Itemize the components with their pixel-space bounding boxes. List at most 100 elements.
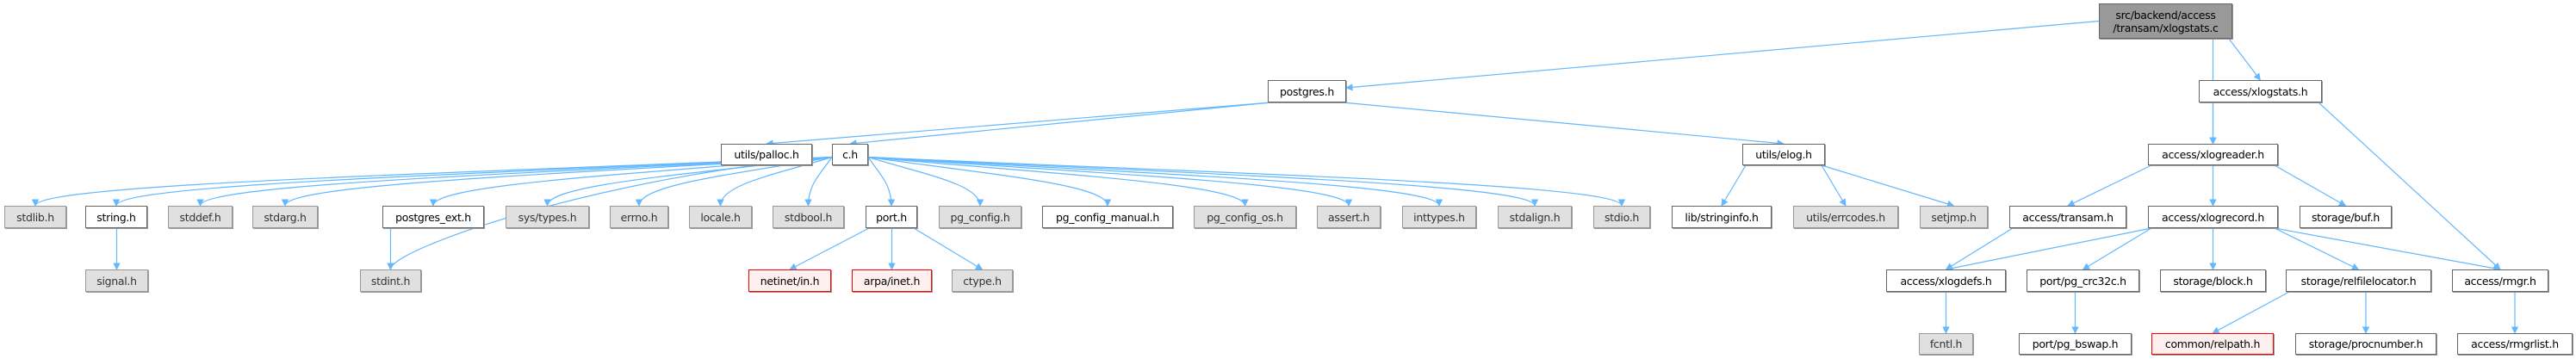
node-label: setjmp.h xyxy=(1931,210,1977,224)
edge-xlogrecord-h-to-xlogdefs-h xyxy=(1945,227,2152,272)
edge-c-h-to-stdarg-h xyxy=(281,156,833,207)
node-label: access/transam.h xyxy=(2022,210,2114,224)
edge-xlogreader-h-to-transam-h xyxy=(2067,164,2152,207)
node-relfilelocator-h[interactable]: storage/relfilelocator.h xyxy=(2286,269,2431,292)
node-label: storage/block.h xyxy=(2173,274,2253,288)
node-label: sys/types.h xyxy=(518,210,577,224)
node-label: stdalign.h xyxy=(1509,210,1561,224)
node-rmgr-h[interactable]: access/rmgr.h xyxy=(2452,269,2548,292)
node-xlogreader-h[interactable]: access/xlogreader.h xyxy=(2148,144,2278,165)
node-label: storage/relfilelocator.h xyxy=(2300,274,2417,288)
node-label: utils/errcodes.h xyxy=(1806,210,1885,224)
edge-postgres-h-to-palloc-h xyxy=(766,102,1272,147)
node-postgres-h[interactable]: postgres.h xyxy=(1268,80,1346,102)
edge-postgres-h-to-elog-h xyxy=(1342,102,1785,147)
node-pg-config-h: pg_config.h xyxy=(939,206,1021,228)
node-procnumber-h[interactable]: storage/procnumber.h xyxy=(2295,333,2436,355)
node-label: pg_config_manual.h xyxy=(1056,210,1159,224)
node-xlogstats-c: src/backend/access /transam/xlogstats.c xyxy=(2099,3,2232,39)
node-label: port.h xyxy=(876,210,907,224)
node-label: port/pg_bswap.h xyxy=(2032,337,2119,350)
node-stdlib-h: stdlib.h xyxy=(4,206,66,228)
node-label: access/rmgrlist.h xyxy=(2471,337,2559,350)
node-xlogdefs-h[interactable]: access/xlogdefs.h xyxy=(1886,269,2006,292)
edge-c-h-to-pg-config-manual-h xyxy=(867,156,1112,207)
node-elog-h[interactable]: utils/elog.h xyxy=(1742,144,1825,165)
node-xlogstats-h[interactable]: access/xlogstats.h xyxy=(2199,80,2322,102)
node-label: port/pg_crc32c.h xyxy=(2039,274,2126,288)
node-label: access/xlogdefs.h xyxy=(1900,274,1992,288)
node-label: pg_config.h xyxy=(950,210,1010,224)
node-crc32c-h[interactable]: port/pg_crc32c.h xyxy=(2027,269,2139,292)
edge-c-h-to-locale-h xyxy=(717,156,833,207)
node-pg-config-manual-h[interactable]: pg_config_manual.h xyxy=(1042,206,1173,228)
node-label: locale.h xyxy=(700,210,741,224)
node-stringinfo-h[interactable]: lib/stringinfo.h xyxy=(1672,206,1772,228)
edge-elog-h-to-errcodes-h xyxy=(1821,164,1847,207)
node-label: string.h xyxy=(96,210,136,224)
node-label: access/xlogrecord.h xyxy=(2162,210,2264,224)
node-arpa-h: arpa/inet.h xyxy=(852,269,932,292)
edge-c-h-to-stddef-h xyxy=(196,156,833,207)
node-label: utils/elog.h xyxy=(1755,148,1812,161)
edge-xlogrecord-h-to-crc32c-h xyxy=(2082,227,2152,270)
edge-c-h-to-stdlib-h xyxy=(31,156,833,207)
node-label: storage/procnumber.h xyxy=(2308,337,2424,350)
node-rmgrlist-h[interactable]: access/rmgrlist.h xyxy=(2457,333,2573,355)
edge-relfilelocator-h-to-relpath-h xyxy=(2212,291,2290,334)
node-errcodes-h: utils/errcodes.h xyxy=(1793,206,1898,228)
node-label: access/xlogreader.h xyxy=(2162,148,2264,161)
node-label: postgres_ext.h xyxy=(395,210,471,224)
node-buf-h[interactable]: storage/buf.h xyxy=(2300,206,2392,228)
node-bswap-h[interactable]: port/pg_bswap.h xyxy=(2019,333,2132,355)
edge-c-h-to-port-h xyxy=(867,157,896,207)
node-label: stdlib.h xyxy=(16,210,54,224)
node-label: errno.h xyxy=(620,210,658,224)
node-label: c.h xyxy=(842,148,858,161)
node-inttypes-h: inttypes.h xyxy=(1402,206,1476,228)
node-label: lib/stringinfo.h xyxy=(1685,210,1759,224)
node-stdbool-h: stdbool.h xyxy=(773,206,844,228)
node-postgres-ext-h[interactable]: postgres_ext.h xyxy=(382,206,484,228)
node-label: arpa/inet.h xyxy=(863,274,921,288)
node-label: netinet/in.h xyxy=(760,274,820,288)
edge-c-h-to-string-h xyxy=(112,156,833,207)
node-label: inttypes.h xyxy=(1413,210,1465,224)
edge-c-h-to-pg-config-h xyxy=(867,156,984,207)
edge-c-h-to-pg-config-os-h xyxy=(867,156,1249,207)
edge-port-h-to-netinet-h xyxy=(789,227,870,270)
node-label: stddef.h xyxy=(179,210,221,224)
node-label: utils/palloc.h xyxy=(734,148,799,161)
edge-c-h-to-stdalign-h xyxy=(867,156,1539,207)
node-label: access/xlogstats.h xyxy=(2213,84,2308,98)
node-label: common/relpath.h xyxy=(2164,337,2261,350)
node-relpath-h: common/relpath.h xyxy=(2151,333,2274,355)
node-label: storage/buf.h xyxy=(2311,210,2380,224)
edge-c-h-to-stdio-h xyxy=(867,156,1626,207)
node-signal-h: signal.h xyxy=(85,269,148,292)
edge-xlogstats-c-to-postgres-h xyxy=(1345,20,2100,91)
node-stddef-h: stddef.h xyxy=(168,206,233,228)
node-systypes-h: sys/types.h xyxy=(506,206,589,228)
node-label: fcntl.h xyxy=(1929,337,1963,350)
node-label: assert.h xyxy=(1328,210,1369,224)
node-string-h[interactable]: string.h xyxy=(85,206,147,228)
node-label: signal.h xyxy=(96,274,137,288)
edge-transam-h-to-xlogdefs-h xyxy=(1945,227,2014,270)
node-xlogrecord-h[interactable]: access/xlogrecord.h xyxy=(2148,206,2278,228)
node-label: src/backend/access /transam/xlogstats.c xyxy=(2113,8,2219,34)
node-c-h[interactable]: c.h xyxy=(832,144,868,165)
node-palloc-h[interactable]: utils/palloc.h xyxy=(721,144,812,165)
node-setjmp-h: setjmp.h xyxy=(1920,206,1988,228)
node-label: stdbool.h xyxy=(784,210,833,224)
node-transam-h[interactable]: access/transam.h xyxy=(2009,206,2126,228)
node-label: access/rmgr.h xyxy=(2464,274,2536,288)
node-label: stdio.h xyxy=(1604,210,1640,224)
node-label: postgres.h xyxy=(1280,84,1334,98)
node-netinet-h: netinet/in.h xyxy=(748,269,831,292)
node-stdarg-h: stdarg.h xyxy=(252,206,318,228)
node-block-h[interactable]: storage/block.h xyxy=(2160,269,2266,292)
node-label: stdarg.h xyxy=(264,210,307,224)
node-port-h[interactable]: port.h xyxy=(866,206,917,228)
edge-postgres-h-to-c-h xyxy=(849,102,1272,147)
